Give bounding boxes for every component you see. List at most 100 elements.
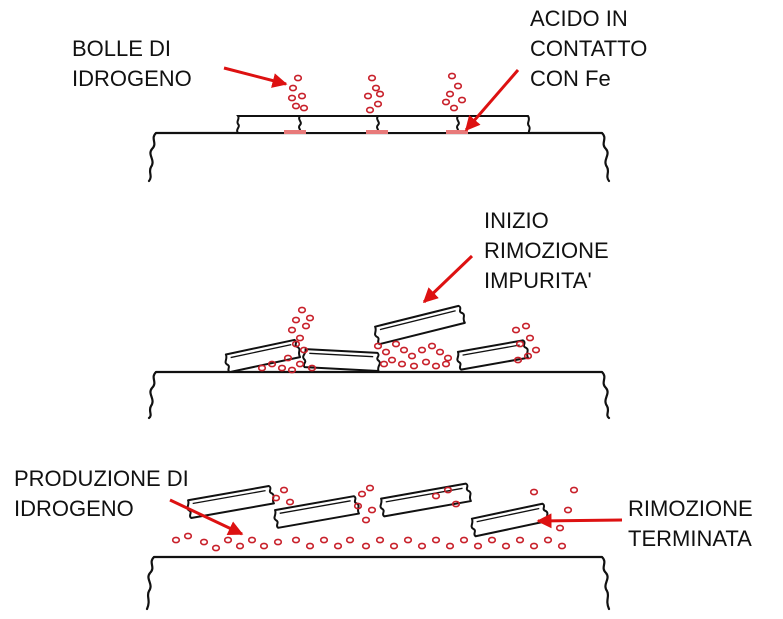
label-rimozione-terminata: RIMOZIONE TERMINATA [628, 496, 753, 551]
hydrogen-bubble-icon [457, 96, 467, 104]
hydrogen-bubble-icon [257, 364, 267, 372]
oxide-scale-edge [385, 487, 463, 503]
hydrogen-bubble-icon [529, 488, 539, 496]
hydrogen-bubble-icon [407, 352, 417, 360]
hydrogen-bubble-icon [417, 346, 427, 354]
hydrogen-bubble-icon [521, 322, 531, 330]
hydrogen-bubble-icon [307, 364, 317, 372]
hydrogen-bubble-icon [295, 360, 305, 368]
hydrogen-bubble-icon [367, 74, 377, 82]
hydrogen-bubble-icon [365, 484, 375, 492]
hydrogen-bubble-icon [371, 84, 381, 92]
label-bolle-di-idrogeno: BOLLE DI IDROGENO [72, 36, 192, 91]
acid-contact-mark [284, 130, 306, 134]
hydrogen-bubble-icon [183, 532, 193, 540]
oxide-scale-body [224, 338, 302, 374]
oxide-scale [379, 482, 472, 518]
hydrogen-bubble-icon [441, 98, 451, 106]
oxide-scales [186, 115, 550, 538]
hydrogen-bubble-icon [515, 340, 525, 348]
hydrogen-bubble-icon [451, 500, 461, 508]
hydrogen-bubble-icon [529, 542, 539, 550]
hydrogen-bubble-icon [287, 94, 297, 102]
oxide-scale [224, 338, 302, 374]
acid-contact-marks [284, 130, 468, 134]
hydrogen-bubble-icon [291, 340, 301, 348]
label-acido-in-contatto: ACIDO IN CONTATTO CON Fe [530, 6, 648, 91]
hydrogen-bubble-icon [409, 362, 419, 370]
acid-contact-mark [366, 130, 388, 134]
hydrogen-bubble-icon [357, 490, 367, 498]
acid-contact-mark [446, 130, 468, 134]
hydrogen-bubble-icon [453, 82, 463, 90]
hydrogen-bubble-icon [375, 90, 385, 98]
hydrogen-bubble-icon [299, 346, 309, 354]
hydrogen-bubble-icon [287, 366, 297, 374]
hydrogen-bubble-icon [287, 326, 297, 334]
hydrogen-bubble-icon [171, 536, 181, 544]
hydrogen-bubble-icon [445, 90, 455, 98]
oxide-scale-body [374, 304, 466, 346]
hydrogen-bubble-icon [285, 498, 295, 506]
hydrogen-bubble-icon [523, 352, 533, 360]
hydrogen-bubble-icon [353, 502, 363, 510]
hydrogen-bubble-icon [283, 354, 293, 362]
oxide-scale-body [302, 348, 381, 372]
hydrogen-bubble-icon [297, 306, 307, 314]
hydrogen-bubble-icon [361, 542, 371, 550]
hydrogen-bubble-icon [525, 334, 535, 342]
oxide-scale [374, 304, 466, 346]
steel-base [147, 370, 611, 420]
oxide-scale-edge [192, 490, 266, 505]
hydrogen-bubble-icon [501, 542, 511, 550]
hydrogen-bubble-icon [363, 92, 373, 100]
hydrogen-bubble-icon [299, 104, 309, 112]
hydrogen-bubble-icon [431, 362, 441, 370]
hydrogen-bubble-icon [297, 92, 307, 100]
oxide-scale [302, 348, 381, 372]
hydrogen-bubble-icon [389, 542, 399, 550]
oxide-scale [470, 502, 550, 538]
red-arrow-icon [169, 498, 244, 536]
hydrogen-bubble-icon [305, 542, 315, 550]
hydrogen-bubble-icon [435, 348, 445, 356]
hydrogen-bubble-icon [199, 538, 209, 546]
hydrogen-bubble-icon [279, 486, 289, 494]
hydrogen-bubble-icon [441, 360, 451, 368]
hydrogen-bubble-icon [443, 354, 453, 362]
hydrogen-bubble-icon [445, 542, 455, 550]
hydrogen-bubble-icon [427, 342, 437, 350]
hydrogen-bubble-icon [291, 102, 301, 110]
label-inizio-rimozione: INIZIO RIMOZIONE IMPURITA' [484, 208, 609, 293]
hydrogen-bubble-icon [301, 322, 311, 330]
hydrogen-bubble-icon [373, 100, 383, 108]
hydrogen-bubble-icon [459, 536, 469, 544]
hydrogen-bubble-icon [391, 340, 401, 348]
hydrogen-bubble-icon [403, 536, 413, 544]
hydrogen-bubble-icon [319, 536, 329, 544]
oxide-scale-edge [462, 344, 520, 356]
oxide-scale-body [470, 502, 550, 538]
hydrogen-bubble-icon [375, 536, 385, 544]
oxide-scale-edge [230, 344, 292, 359]
hydrogen-bubble-icon [271, 494, 281, 502]
hydrogen-bubble-icon [449, 104, 459, 112]
hydrogen-bubble-icon [569, 486, 579, 494]
oxide-scale [456, 339, 530, 371]
hydrogen-bubble-icon [387, 356, 397, 364]
hydrogen-bubble-icon [235, 542, 245, 550]
red-arrow-icon [223, 66, 288, 88]
hydrogen-bubble-icon [367, 506, 377, 514]
hydrogen-bubble-icon [443, 486, 453, 494]
hydrogen-bubble-icon [563, 506, 573, 514]
hydrogen-bubble-icon [305, 314, 315, 322]
hydrogen-bubble-icon [223, 536, 233, 544]
red-arrow-icon [464, 69, 520, 132]
hydrogen-bubble-icon [267, 360, 277, 368]
hydrogen-bubble-icon [555, 524, 565, 532]
oxide-scale-body [273, 495, 360, 529]
hydrogen-bubble-icon [259, 542, 269, 550]
hydrogen-bubble-icon [397, 360, 407, 368]
hydrogen-bubble-icon [247, 536, 257, 544]
red-arrows [169, 66, 623, 536]
